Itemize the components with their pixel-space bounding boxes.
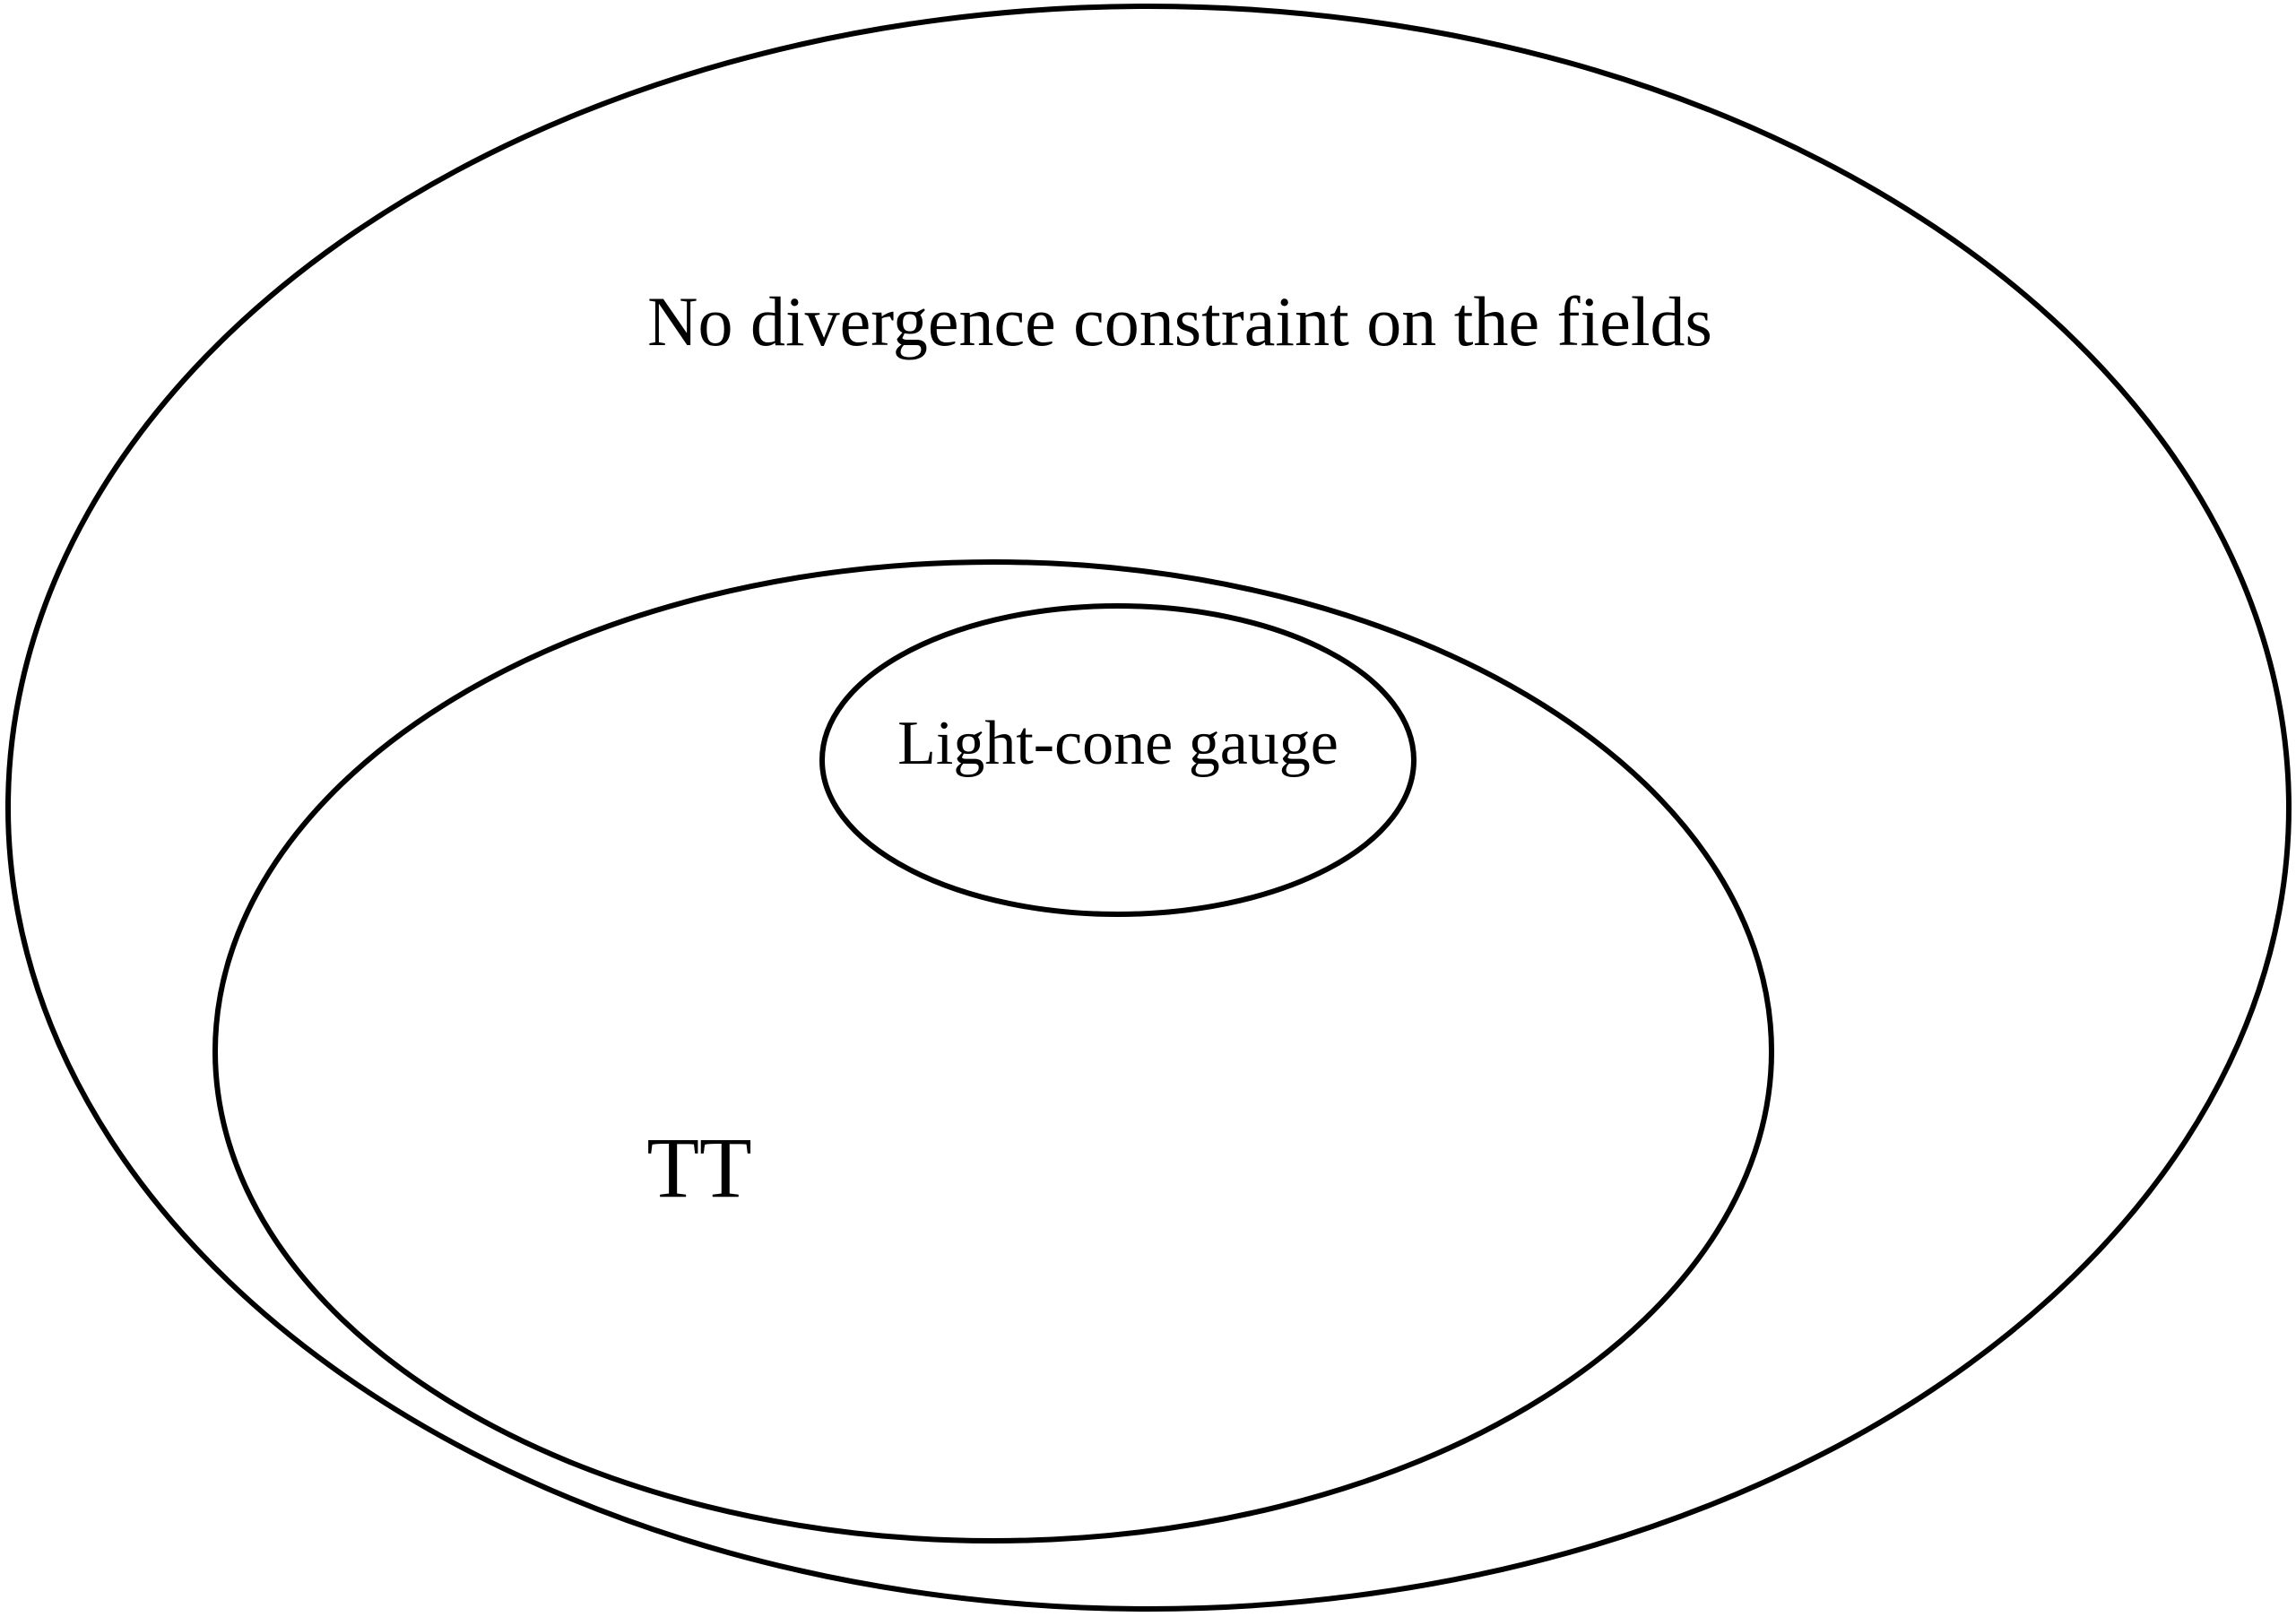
inner-set-ellipse <box>819 603 1417 917</box>
middle-set-label: TT <box>646 1120 751 1215</box>
middle-set-ellipse <box>212 559 1774 1544</box>
outer-set-label: No divergence constraint on the fields <box>647 282 1712 360</box>
inner-set-label: Light-cone gauge <box>897 709 1339 778</box>
outer-set-ellipse <box>5 4 2292 1612</box>
